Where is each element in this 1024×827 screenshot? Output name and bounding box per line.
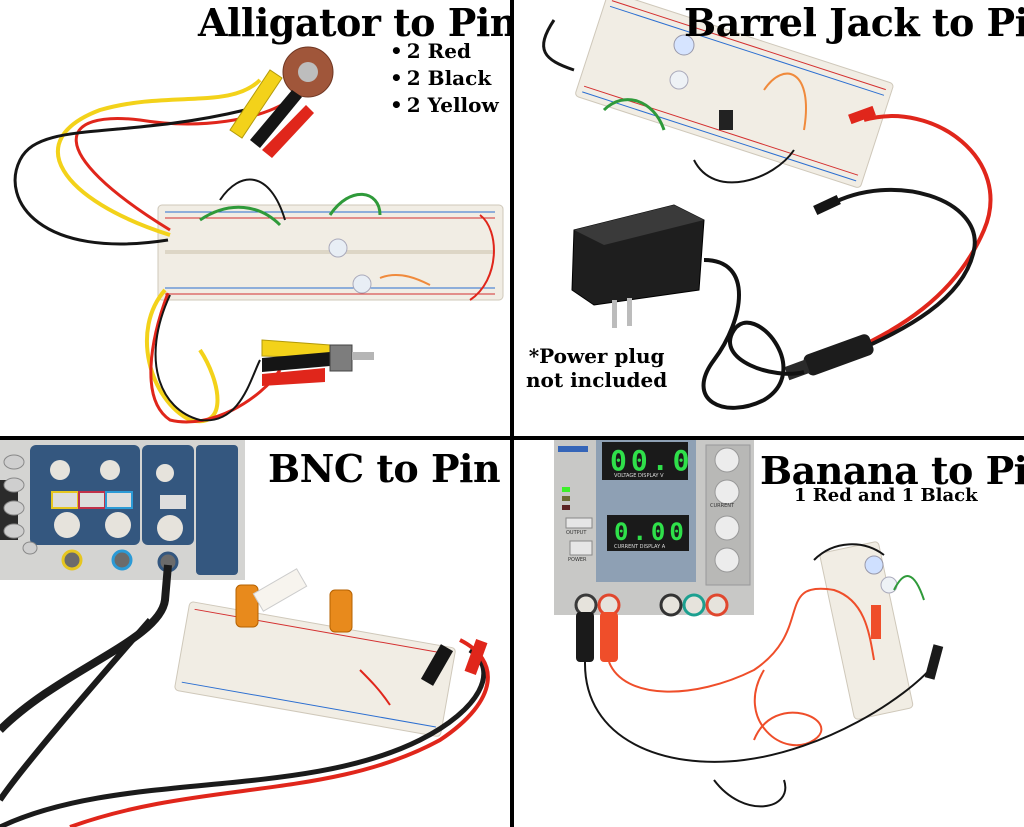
vertical-divider: [510, 0, 514, 827]
bullet-item: 2 Yellow: [390, 92, 499, 119]
horizontal-divider: [0, 436, 1024, 440]
current-unit: A: [661, 544, 666, 550]
toggle-switch: [329, 344, 374, 372]
banana-photo-illustration: [554, 440, 944, 808]
potentiometer: [282, 46, 334, 98]
barrel-jack-connector: [784, 334, 874, 381]
panel-title: Barrel Jack to Pin: [684, 0, 1024, 45]
panel-subtitle: 1 Red and 1 Black: [794, 485, 978, 506]
alligator-clips-bottom: [261, 339, 331, 386]
alligator-photo-illustration: [13, 46, 504, 424]
voltage-display-label: VOLTAGE DISPLAY V: [614, 473, 664, 479]
panel-bnc-to-pin: BNC to Pin: [0, 440, 510, 827]
oscilloscope: [0, 440, 245, 580]
voltage-unit: V: [660, 473, 664, 479]
bullet-item: 2 Red: [390, 38, 499, 65]
panel-title: Alligator to Pin: [198, 0, 510, 45]
wire-color-list: 2 Red 2 Black 2 Yellow: [390, 38, 499, 119]
panel-alligator-to-pin: Alligator to Pin 2 Red 2 Black 2 Yellow: [0, 0, 510, 436]
power-plug-note: *Power plug not included: [526, 344, 667, 392]
barrel-jack-photo-illustration: [542, 0, 993, 410]
power-label: POWER: [568, 557, 587, 563]
output-label: OUTPUT: [566, 530, 587, 536]
current-label-text: CURRENT DISPLAY: [614, 544, 661, 550]
voltage-label-text: VOLTAGE DISPLAY: [614, 473, 659, 479]
panel-title: Banana to Pin: [760, 448, 1024, 493]
current-knob-label: CURRENT: [710, 503, 735, 509]
alligator-clips-top: [229, 69, 314, 158]
breadboard: [174, 601, 456, 737]
power-supply: [554, 440, 754, 617]
voltage-display: 00.0: [610, 444, 694, 477]
panel-banana-to-pin: 00.0 VOLTAGE DISPLAY V 0.00 CURRENT DISP…: [514, 440, 1024, 827]
note-line: *Power plug: [528, 344, 665, 368]
bnc-photo-illustration: [0, 440, 490, 827]
panel-barrel-jack-to-pin: Barrel Jack to Pin *Power plug not inclu…: [514, 0, 1024, 436]
note-line: not included: [526, 368, 668, 392]
bullet-item: 2 Black: [390, 65, 499, 92]
power-adapter: [571, 204, 705, 328]
current-display-label: CURRENT DISPLAY A: [614, 544, 665, 550]
breadboard: [819, 541, 914, 720]
current-display: 0.00: [614, 518, 688, 546]
panel-title: BNC to Pin: [268, 446, 501, 491]
